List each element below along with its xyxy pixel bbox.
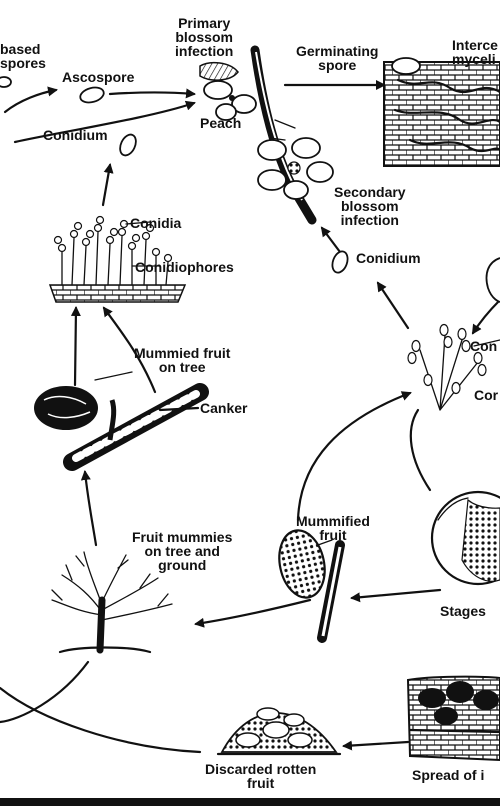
label-discarded-rotten-fruit: Discarded rotten fruit	[205, 762, 316, 790]
arrow-conidium-to-blossom	[13, 100, 196, 144]
label-mummified-fruit: Mummified fruit	[296, 514, 370, 542]
label-con-lower: Cor	[474, 387, 499, 403]
bottom-border	[0, 798, 500, 806]
label-mummied-line1: Mummied fruit	[134, 345, 231, 361]
arrow-stages-to-mummified	[350, 588, 442, 603]
label-secondary-line1: Secondary	[334, 184, 406, 200]
cycle-arrows	[0, 80, 500, 754]
peach-blossom-branch-icon	[199, 45, 334, 225]
label-stages: Stages	[440, 603, 486, 619]
label-secondary-infection: Secondary blossom infection	[334, 185, 406, 227]
label-released-spores: based spores	[0, 42, 46, 70]
arrow-mummified-to-tree	[194, 598, 312, 628]
label-germinating-line1: Germinating	[296, 43, 379, 59]
conidiophores-cluster-left-icon	[48, 215, 187, 303]
label-fruit-mummies: Fruit mummies on tree and ground	[132, 530, 232, 572]
arrow-canker-to-conidiophores-1	[70, 306, 81, 387]
ascospore-icon	[79, 86, 105, 104]
arrow-mummies-to-canker	[80, 470, 98, 547]
arrow-mummified-to-conidia	[296, 391, 412, 522]
arrow-discarded-loop	[0, 686, 202, 754]
label-released-spores-line1: based	[0, 41, 41, 57]
arrow-spores-to-ascospore	[3, 86, 58, 114]
arrow-spread-to-discarded	[342, 740, 410, 751]
label-secondary-line2: blossom	[341, 198, 399, 214]
canker-branch-icon	[63, 383, 209, 471]
right-edge-spore-icon	[485, 257, 500, 303]
label-fruit-mummies-line1: Fruit mummies	[132, 529, 233, 545]
label-ascospore: Ascospore	[62, 69, 135, 85]
label-conidiophores: Conidiophores	[135, 259, 234, 275]
arrow-conidia-to-conidium	[101, 163, 114, 207]
released-ascospores-icon	[0, 76, 12, 88]
label-conidium-right: Conidium	[356, 250, 421, 266]
arrow-tree-to-discarded	[0, 660, 90, 724]
fruit-basket-icon	[406, 675, 500, 762]
conidium-left-icon	[119, 133, 137, 157]
label-germinating-spore: Germinating spore	[296, 44, 378, 72]
label-mummied-line2: on tree	[158, 359, 206, 375]
label-primary-line1: Primary	[178, 15, 231, 31]
label-mummified-fruit-line1: Mummified	[296, 513, 370, 529]
primary-blossom-icon	[199, 61, 257, 121]
label-conidium-left: Conidium	[43, 127, 108, 143]
discarded-fruit-pile-icon	[216, 707, 342, 756]
label-secondary-line3: infection	[340, 212, 399, 228]
label-primary-line3: infection	[175, 43, 234, 59]
label-fruit-mummies-line2: on tree and	[144, 543, 220, 559]
label-mycelium-line1: Interce	[452, 37, 498, 53]
label-primary-line2: blossom	[175, 29, 233, 45]
label-mummified-fruit-line2: fruit	[319, 527, 347, 543]
arrow-canker-to-conidiophores-2	[102, 306, 157, 394]
label-fruit-mummies-line3: ground	[158, 557, 207, 573]
conidiophores-cluster-right-icon	[407, 323, 500, 411]
arrow-conidium-to-secondary	[320, 226, 342, 254]
label-germinating-line2: spore	[318, 57, 357, 73]
arrow-right-edge-to-conidiophores	[471, 298, 500, 335]
label-released-spores-line2: spores	[0, 55, 46, 71]
conidium-right-icon	[331, 250, 349, 274]
label-discarded-line1: Discarded rotten	[205, 761, 317, 777]
label-con-upper: Con	[470, 338, 498, 354]
label-mummied-fruit-on-tree: Mummied fruit on tree	[134, 346, 230, 374]
mummied-fruit-on-tree-icon	[34, 371, 133, 430]
label-primary-infection: Primary blossom infection	[175, 16, 233, 58]
label-spread-of-infection: Spread of i	[412, 767, 485, 783]
intercellular-mycelium-icon	[383, 57, 500, 167]
label-peach: Peach	[200, 115, 242, 131]
arrow-conidia-to-conidium-right	[376, 281, 410, 330]
secondary-blossom-icon	[257, 137, 334, 200]
label-discarded-line2: fruit	[247, 775, 275, 791]
arrow-ascospore-to-blossom	[108, 88, 196, 99]
mummified-fruit-icon	[278, 529, 345, 643]
label-intercellular-mycelium: Interce myceli	[452, 38, 498, 66]
bare-tree-icon	[51, 551, 173, 654]
label-mycelium-line2: myceli	[452, 51, 496, 67]
label-canker: Canker	[200, 400, 248, 416]
label-conidia: Conidia	[130, 215, 182, 231]
diseased-peach-icon	[430, 490, 500, 586]
arrow-peach-cycle	[409, 408, 432, 492]
